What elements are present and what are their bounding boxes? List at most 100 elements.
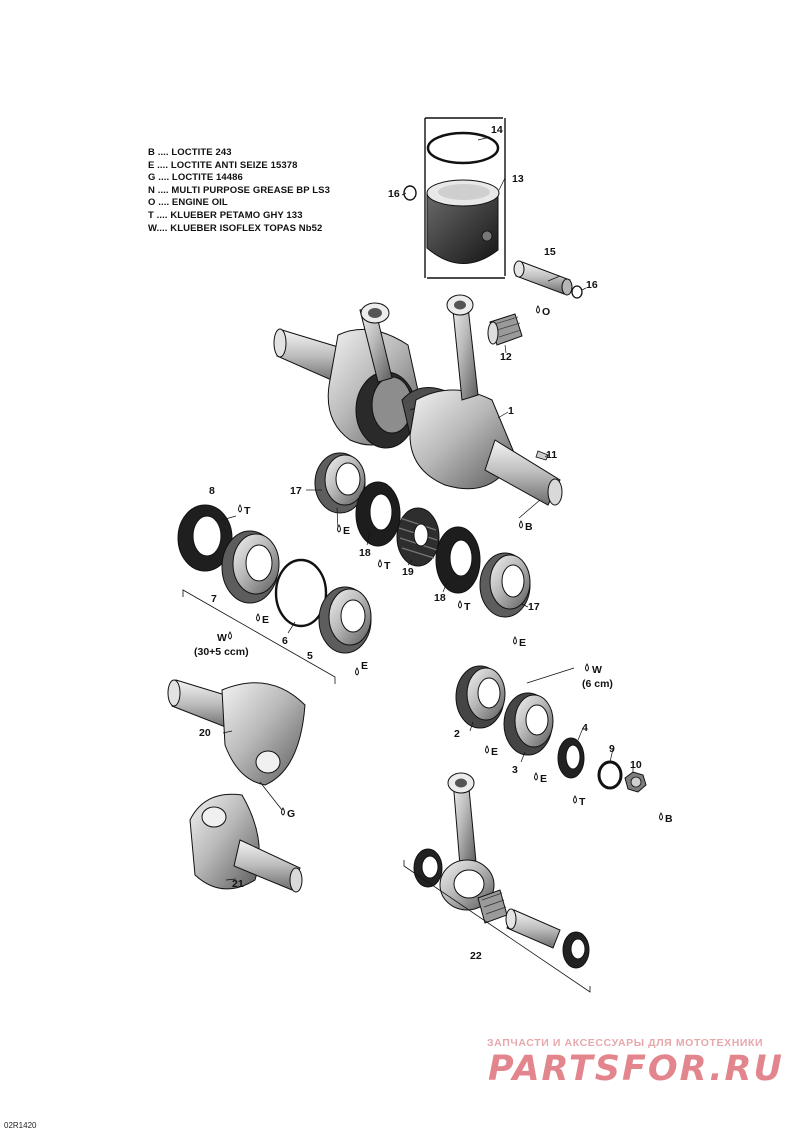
legend-item: B .... LOCTITE 243 (148, 147, 232, 158)
drop-icon (659, 812, 663, 821)
callout-13: 13 (512, 173, 524, 185)
crankshaft-assembly (273, 294, 563, 506)
piston (426, 179, 500, 264)
drop-icon (228, 631, 232, 640)
drop-icon (256, 613, 260, 622)
callout-15: 15 (544, 246, 556, 258)
o-ring-6 (274, 558, 328, 628)
drop-icon (378, 559, 382, 568)
lube-w-right: W (592, 664, 602, 676)
crank-half-21 (189, 793, 303, 893)
lube-o: O (542, 306, 551, 318)
callout-20: 20 (199, 727, 211, 739)
bearing-7 (221, 530, 280, 604)
callout-10: 10 (630, 759, 642, 771)
lube-e-bearing-5: E (361, 660, 369, 672)
seal-18-left (355, 481, 401, 547)
callout-8: 8 (209, 485, 215, 497)
piston-pin-clip (403, 185, 417, 201)
connecting-rod-kit (413, 772, 590, 969)
callout-5: 5 (307, 650, 313, 662)
lube-t-seal-8: T (244, 505, 251, 517)
callout-14: 14 (491, 124, 503, 136)
drop-icon (458, 600, 462, 609)
crank-half-20 (167, 679, 306, 786)
piston-pin (513, 260, 583, 299)
lube-t-seal-18: T (384, 560, 391, 572)
lube-t-seal-18b: T (464, 601, 471, 613)
callout-12: 12 (500, 351, 512, 363)
callout-18b: 18 (434, 592, 446, 604)
lube-w-right-amount: (6 cm) (582, 678, 613, 690)
callout-2: 2 (454, 728, 460, 740)
piston-ring (426, 131, 500, 165)
callout-16a: 16 (388, 188, 400, 200)
callout-11: 11 (546, 449, 558, 461)
callout-6: 6 (282, 635, 288, 647)
callout-3: 3 (512, 764, 518, 776)
legend-item: G .... LOCTITE 14486 (148, 172, 243, 184)
callout-17b: 17 (528, 601, 540, 613)
lube-e-bearing-17: E (343, 525, 351, 537)
seal-18-right (435, 526, 481, 594)
drop-icon (519, 520, 523, 529)
lubricant-legend: B .... LOCTITE 243 E .... LOCTITE ANTI S… (148, 147, 330, 235)
group-bracket-22 (403, 860, 591, 993)
legend-item: N .... MULTI PURPOSE GREASE BP LS3 (148, 184, 330, 196)
lube-t-spacer-4: T (579, 796, 586, 808)
lube-e-bearing-3: E (540, 773, 548, 785)
lube-g-crank-halves: G (287, 808, 296, 820)
drop-icon (238, 504, 242, 513)
drop-icon (355, 667, 359, 676)
drop-icon (281, 807, 285, 816)
lube-e-bearing-17b: E (519, 637, 527, 649)
legend-item: W.... KLUEBER ISOFLEX TOPAS Nb52 (148, 222, 323, 234)
drop-icon (534, 772, 538, 781)
timing-gear (396, 507, 440, 567)
group-bracket-left (182, 589, 336, 684)
bearing-3 (503, 692, 554, 756)
lube-e-bearing-7: E (262, 614, 270, 626)
piston-kit-box (403, 117, 506, 279)
callout-4: 4 (582, 722, 588, 734)
callout-9: 9 (609, 743, 615, 755)
lube-w-left: W (217, 632, 227, 644)
nut-10 (624, 771, 647, 793)
needle-bearing (487, 313, 523, 346)
callout-7: 7 (211, 593, 217, 605)
legend-item: T .... KLUEBER PETAMO GHY 133 (148, 209, 303, 221)
lube-b-crank: B (525, 521, 533, 533)
bearing-2 (455, 665, 506, 729)
lube-e-bearing-2: E (491, 746, 499, 758)
callout-18a: 18 (359, 547, 371, 559)
drop-icon (485, 745, 489, 754)
watermark-tagline: ЗАПЧАСТИ И АКСЕССУАРЫ ДЛЯ МОТОТЕХНИКИ (487, 1037, 764, 1049)
lube-b-nut-10: B (665, 813, 673, 825)
watermark-logo: PARTSFOR.RU (488, 1049, 784, 1089)
diagram-reference: 02R1420 (4, 1121, 37, 1130)
callout-19: 19 (402, 566, 414, 578)
drop-icon (536, 305, 540, 314)
drop-icon (337, 524, 341, 533)
callout-1: 1 (508, 405, 514, 417)
spacer-4 (557, 737, 585, 779)
washer-9 (597, 760, 623, 790)
bearing-17-right (479, 552, 531, 618)
callout-17a: 17 (290, 485, 302, 497)
lubricant-drop-icons (228, 305, 663, 821)
drop-icon (513, 636, 517, 645)
bearing-5 (318, 586, 372, 654)
bearing-17-left (314, 452, 366, 514)
oil-seal-8 (177, 504, 233, 572)
callout-21: 21 (232, 878, 244, 890)
callout-16b: 16 (586, 279, 598, 291)
legend-item: O .... ENGINE OIL (148, 197, 228, 209)
lube-w-left-amount: (30+5 ccm) (194, 646, 249, 658)
callout-22: 22 (470, 950, 482, 962)
drop-icon (573, 795, 577, 804)
leader-lines (221, 136, 634, 881)
legend-item: E .... LOCTITE ANTI SEIZE 15378 (148, 159, 298, 171)
drop-icon (585, 663, 589, 672)
